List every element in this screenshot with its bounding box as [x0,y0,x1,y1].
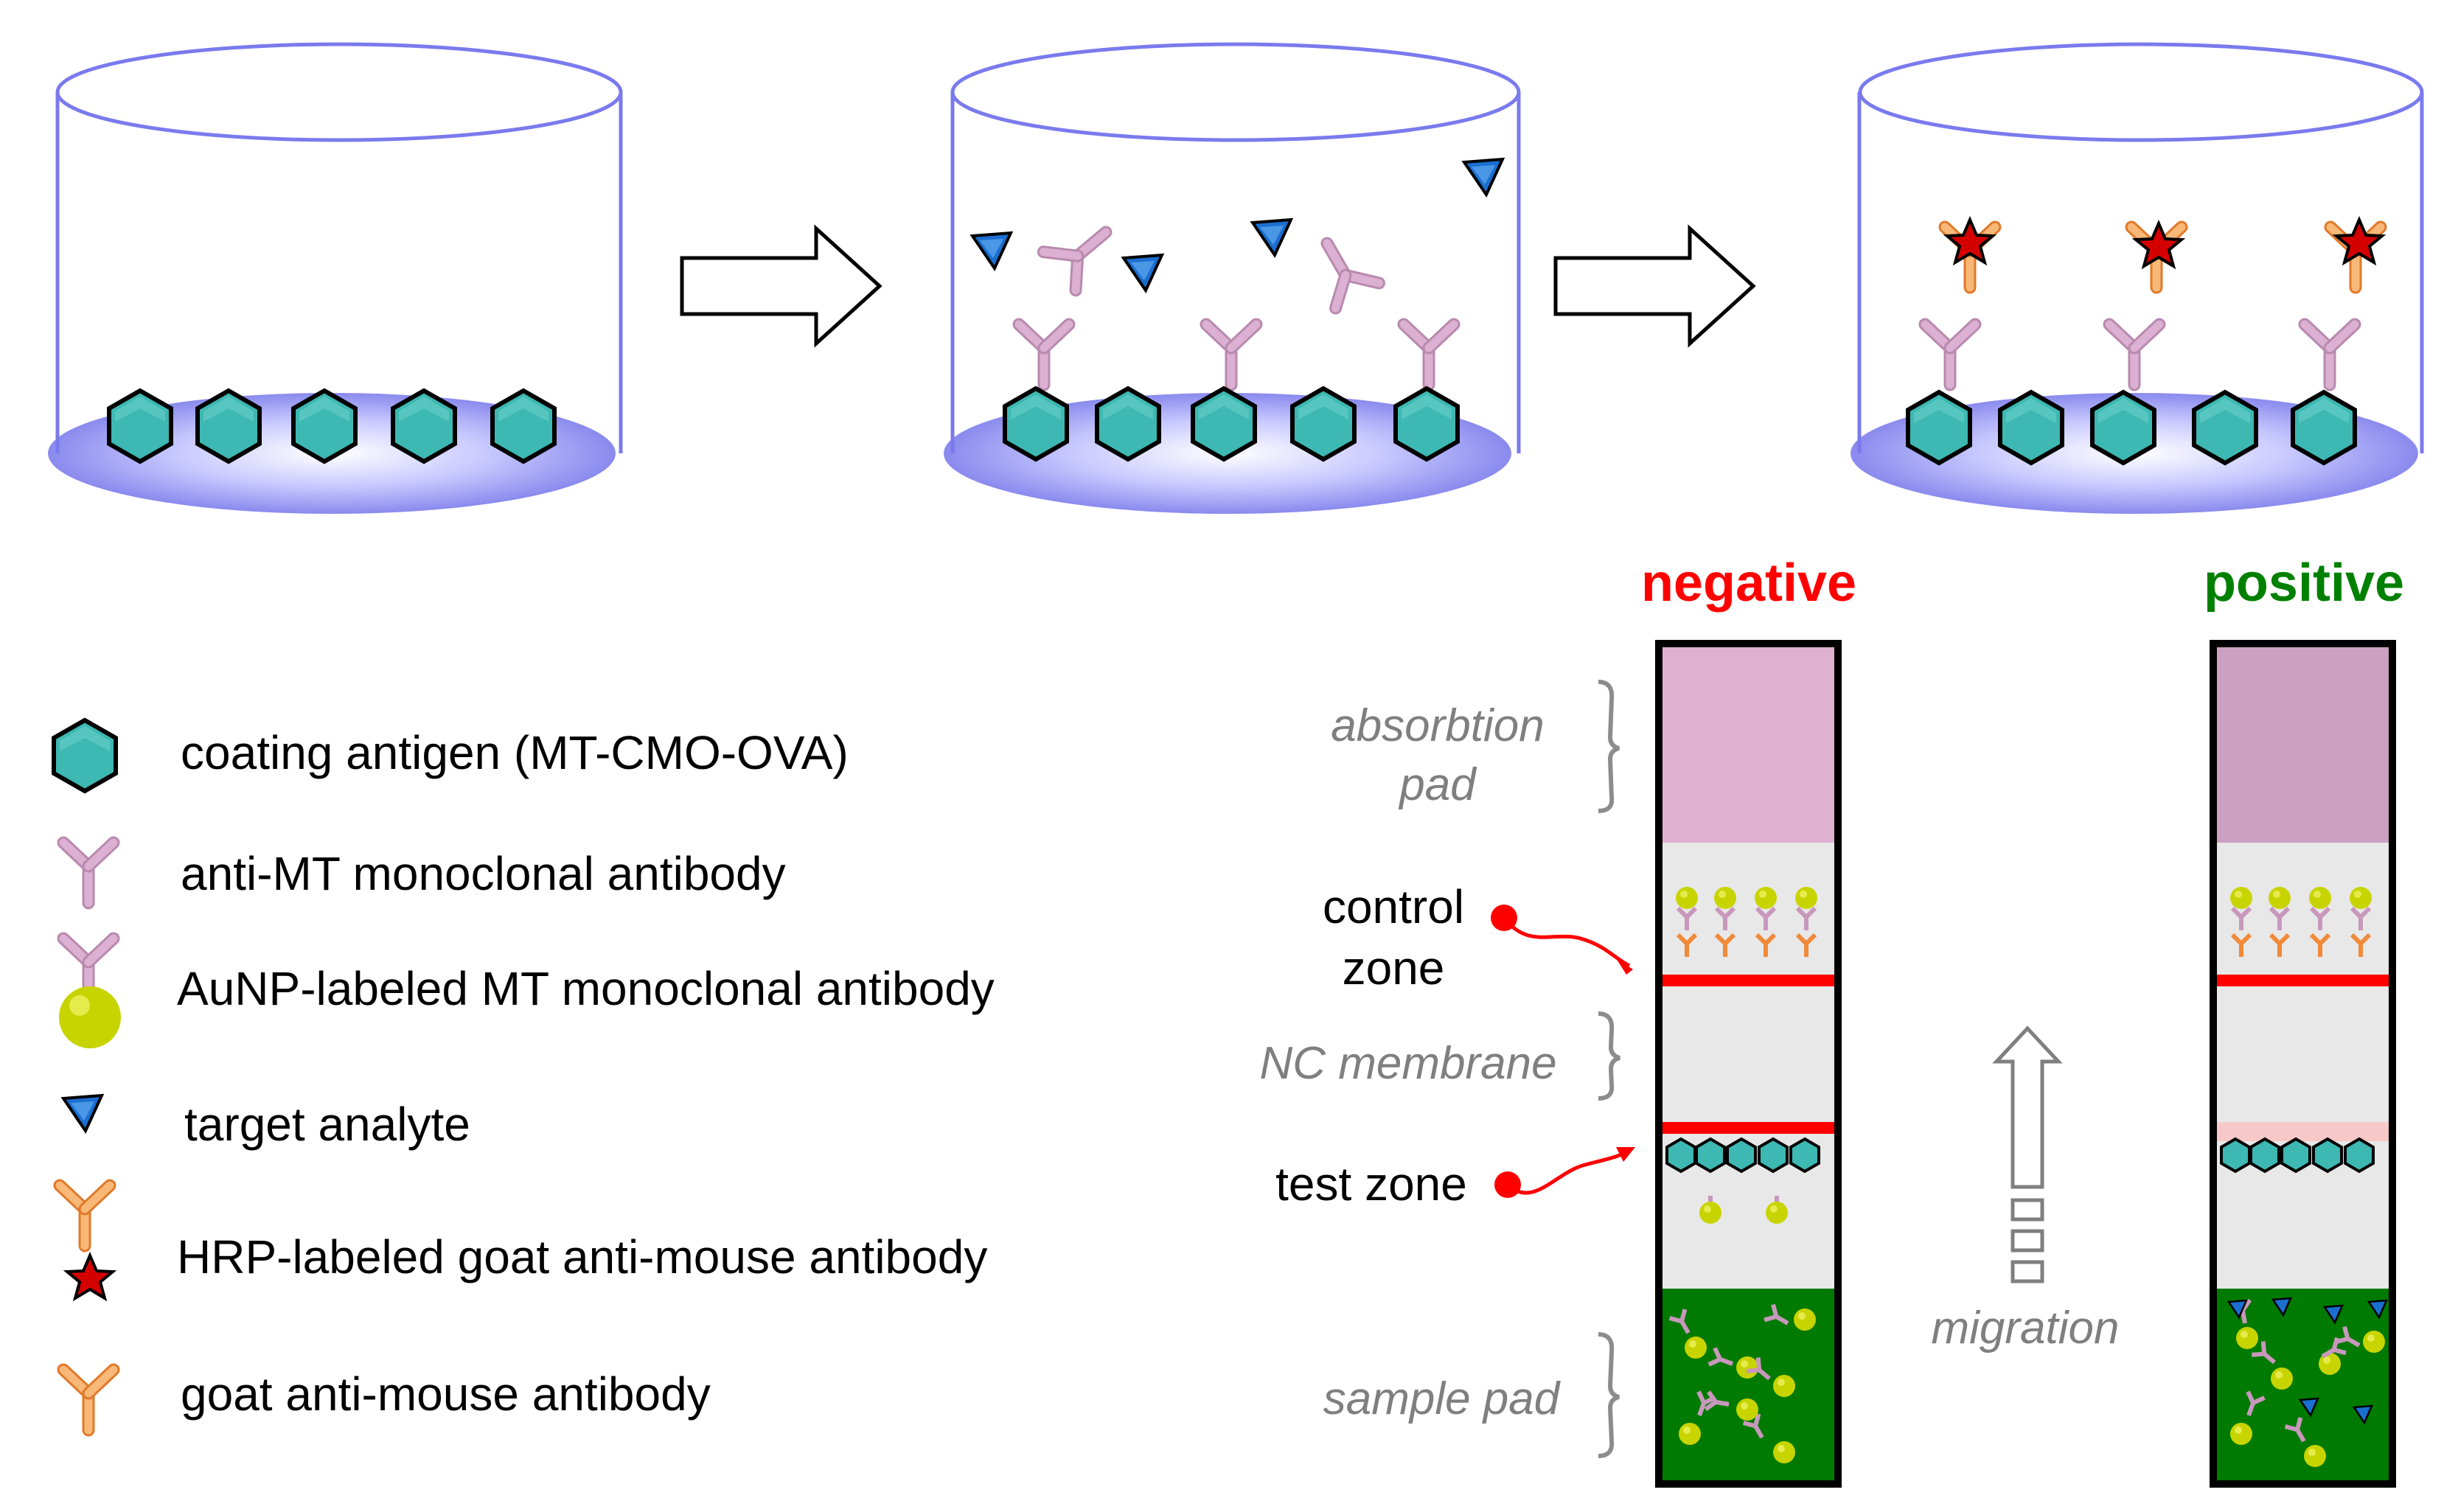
negative-strip [1655,640,1842,1488]
control-zone-label-line1: control [1323,880,1464,933]
absorbtion-pad-brace [1598,680,1620,813]
control-zone-pointer [1491,905,1633,975]
well-2 [944,42,1521,514]
hexagon-icon [54,720,116,791]
arrow-right-icon [1556,229,1753,344]
triangle-icon [62,1094,103,1132]
absorbtion-pad-label-line1: absorbtion [1331,700,1545,751]
legend-label-coating-antigen: coating antigen (MT-CMO-OVA) [181,726,849,779]
positive-label: positive [2204,554,2404,613]
test-zone-label: test zone [1275,1157,1467,1210]
legend-label-hrp-antibody: HRP-labeled goat anti-mouse antibody [177,1230,987,1283]
hrp-antibody-icon [60,1185,113,1300]
migration-arrow-icon [1992,1025,2063,1283]
negative-label: negative [1641,554,1856,613]
well-1 [48,42,623,514]
well-3 [1851,42,2424,514]
sample-pad-brace [1598,1332,1620,1458]
legend: coating antigen (MT-CMO-OVA) anti-MT mon… [54,720,995,1430]
control-zone-label-line2: zone [1343,941,1445,994]
nc-membrane-label: NC membrane [1259,1038,1556,1089]
positive-strip [2210,640,2396,1488]
absorbtion-pad-label-line2: pad [1398,759,1477,810]
sample-pad-label: sample pad [1323,1373,1562,1424]
pink-antibody-icon [63,843,114,903]
legend-label-target-analyte: target analyte [184,1098,470,1151]
legend-label-anti-mt-antibody: anti-MT monoclonal antibody [181,847,786,900]
orange-antibody-icon [63,1370,114,1430]
migration-label: migration [1932,1303,2120,1354]
nc-membrane-brace [1598,1011,1620,1101]
test-zone-pointer [1494,1147,1635,1198]
aunp-antibody-icon [59,938,121,1048]
arrow-right-icon [682,229,880,344]
legend-label-aunp-antibody: AuNP-labeled MT monoclonal antibody [177,962,995,1015]
legend-label-goat-antibody: goat anti-mouse antibody [181,1368,711,1421]
